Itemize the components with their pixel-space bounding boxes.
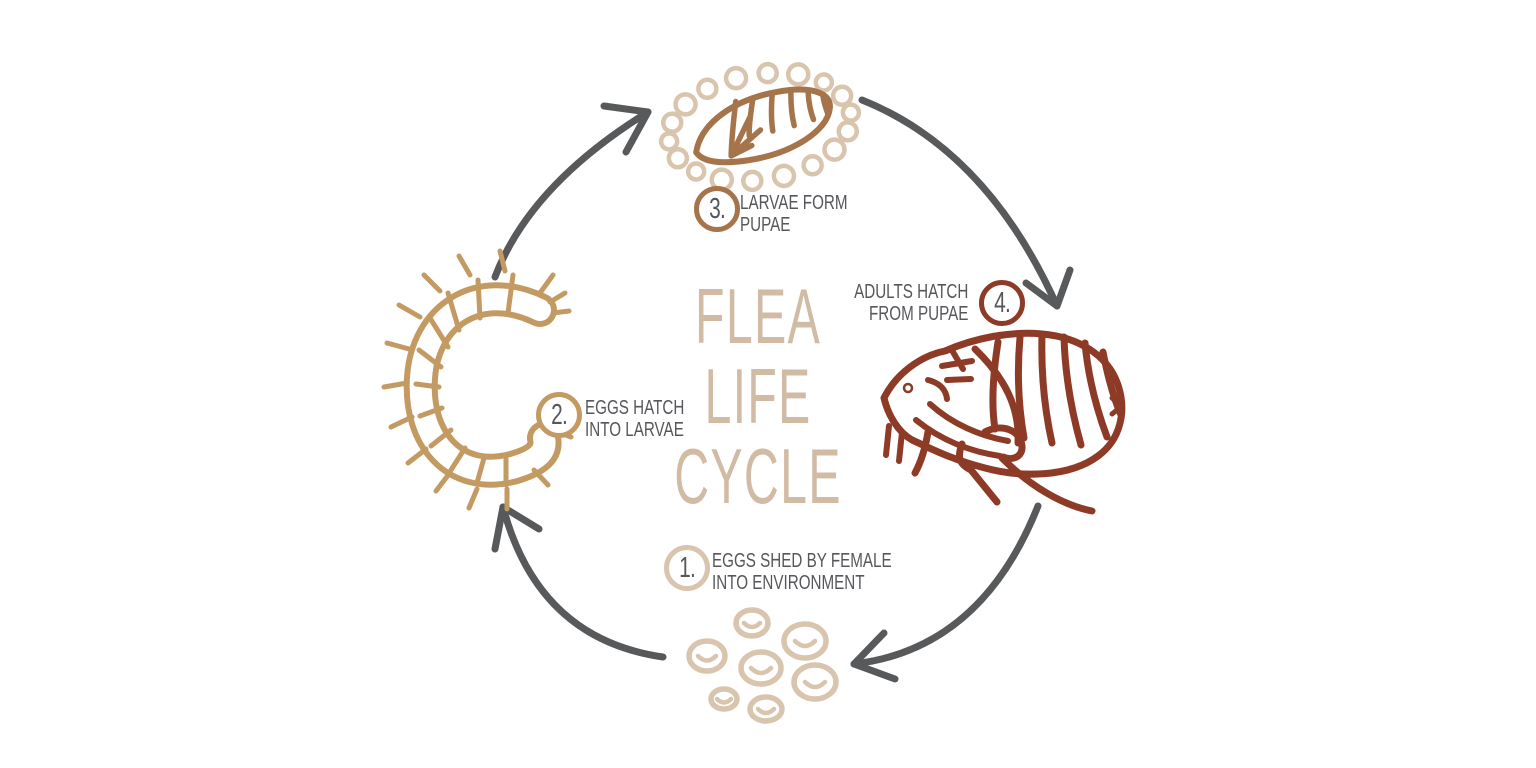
adult-flea-icon xyxy=(880,329,1126,515)
title-line-1: FLEA xyxy=(695,272,821,360)
step-4-number-badge: 4. xyxy=(979,280,1025,326)
step-1-number-badge: 1. xyxy=(664,545,710,591)
step-1-number: 1. xyxy=(679,551,696,584)
step-2-label-line-2: INTO LARVAE xyxy=(585,419,684,441)
step-2-number: 2. xyxy=(551,398,568,431)
flea-eye-icon xyxy=(902,382,914,394)
arrow-adult-to-eggs-icon xyxy=(850,502,1042,683)
arrow-eggs-to-larva-icon xyxy=(491,503,667,661)
step-1-label-line-1: EGGS SHED BY FEMALE xyxy=(712,550,892,572)
step-4-label-line-2: FROM PUPAE xyxy=(868,303,968,325)
arrow-pupa-to-adult-icon xyxy=(858,96,1074,310)
flea-larva-icon xyxy=(381,248,574,512)
step-3-label: LARVAE FORM PUPAE xyxy=(740,192,848,236)
step-2-label: EGGS HATCH INTO LARVAE xyxy=(585,397,684,441)
step-1-label-line-2: INTO ENVIRONMENT xyxy=(712,572,865,594)
cycle-arrows xyxy=(491,96,1074,683)
flea-pupa-icon xyxy=(658,61,862,193)
title-line-3: CYCLE xyxy=(674,432,842,520)
step-4-label: ADULTS HATCH FROM PUPAE xyxy=(854,281,968,325)
step-3-number-badge: 3. xyxy=(694,186,740,232)
step-3-number: 3. xyxy=(709,192,726,225)
step-1-label: EGGS SHED BY FEMALE INTO ENVIRONMENT xyxy=(712,550,892,594)
step-4-label-line-1: ADULTS HATCH xyxy=(853,281,968,303)
title-line-2: LIFE xyxy=(704,352,812,440)
step-3-label-line-2: PUPAE xyxy=(740,214,791,236)
step-4-number: 4. xyxy=(994,286,1011,319)
flea-eggs-icon xyxy=(686,607,839,724)
step-2-label-line-1: EGGS HATCH xyxy=(585,397,685,419)
diagram-title: FLEA LIFE CYCLE xyxy=(634,276,882,516)
step-3-label-line-1: LARVAE FORM xyxy=(740,192,848,214)
arrow-larva-to-pupa-icon xyxy=(491,102,652,281)
step-2-number-badge: 2. xyxy=(536,392,582,438)
